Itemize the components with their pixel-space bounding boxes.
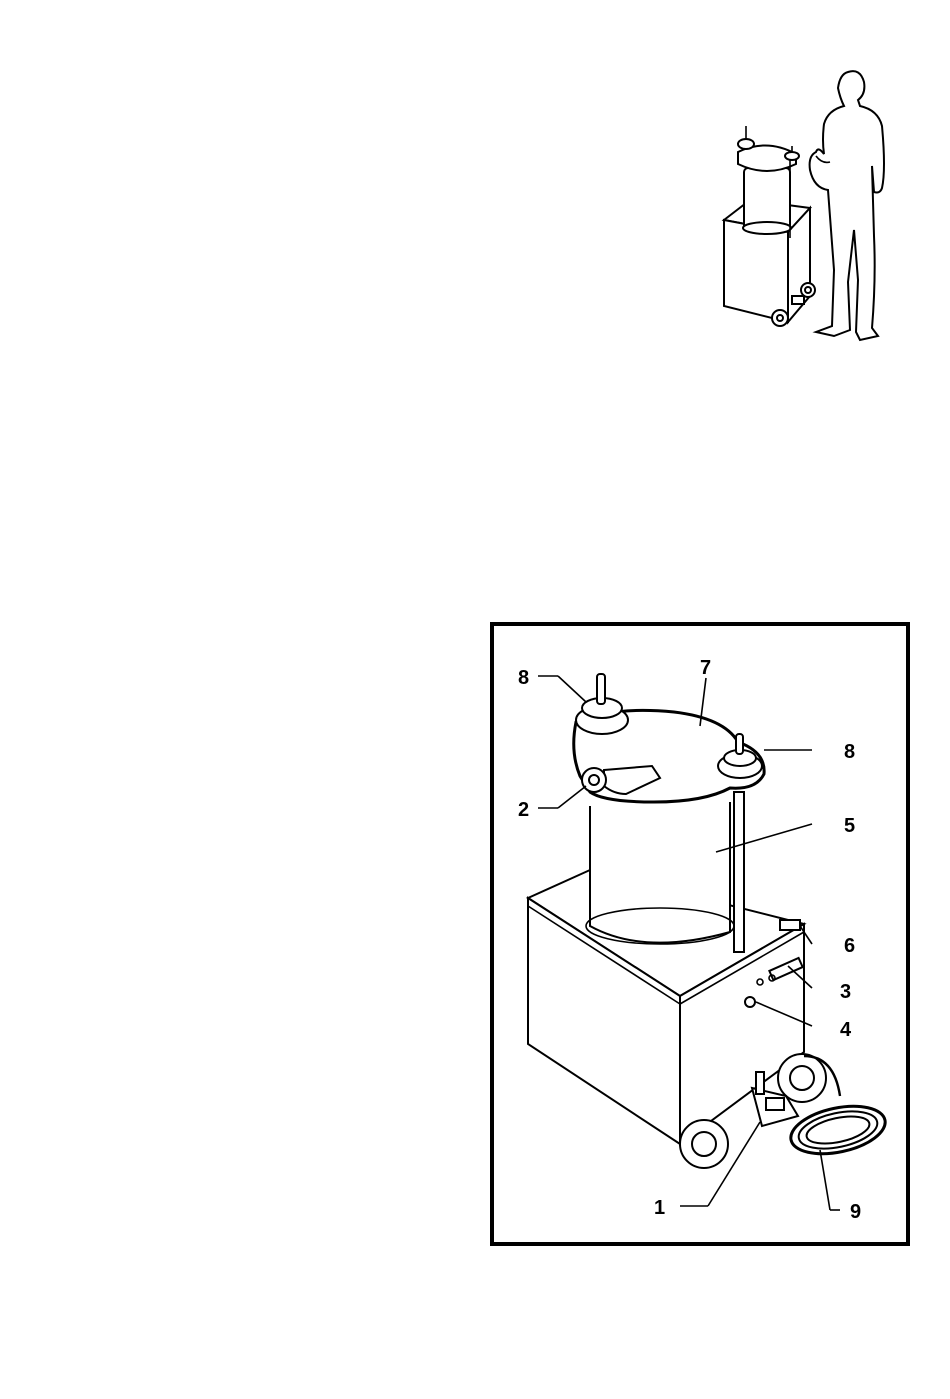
callout-5: 5 xyxy=(844,815,855,837)
left-knob xyxy=(576,674,628,734)
parts-diagram: 8 7 8 2 5 6 3 4 1 9 xyxy=(494,626,906,1242)
front-wheel xyxy=(680,1120,728,1168)
parts-diagram-frame: 8 7 8 2 5 6 3 4 1 9 xyxy=(490,622,910,1246)
scale-illustration xyxy=(710,60,900,360)
scale-machine xyxy=(724,126,815,326)
callout-6: 6 xyxy=(844,935,855,957)
callout-9: 9 xyxy=(850,1201,861,1223)
callout-2: 2 xyxy=(518,799,529,821)
callout-7: 7 xyxy=(700,657,711,679)
callout-4: 4 xyxy=(840,1019,852,1041)
callout-3: 3 xyxy=(840,981,851,1003)
screw xyxy=(745,997,755,1007)
tag xyxy=(780,920,800,930)
rod xyxy=(734,792,744,952)
person-silhouette xyxy=(810,71,884,340)
callout-8-right: 8 xyxy=(844,741,855,763)
callout-8-left: 8 xyxy=(518,667,529,689)
valve xyxy=(582,768,606,792)
cylinder xyxy=(586,802,734,944)
callout-1: 1 xyxy=(654,1197,665,1219)
